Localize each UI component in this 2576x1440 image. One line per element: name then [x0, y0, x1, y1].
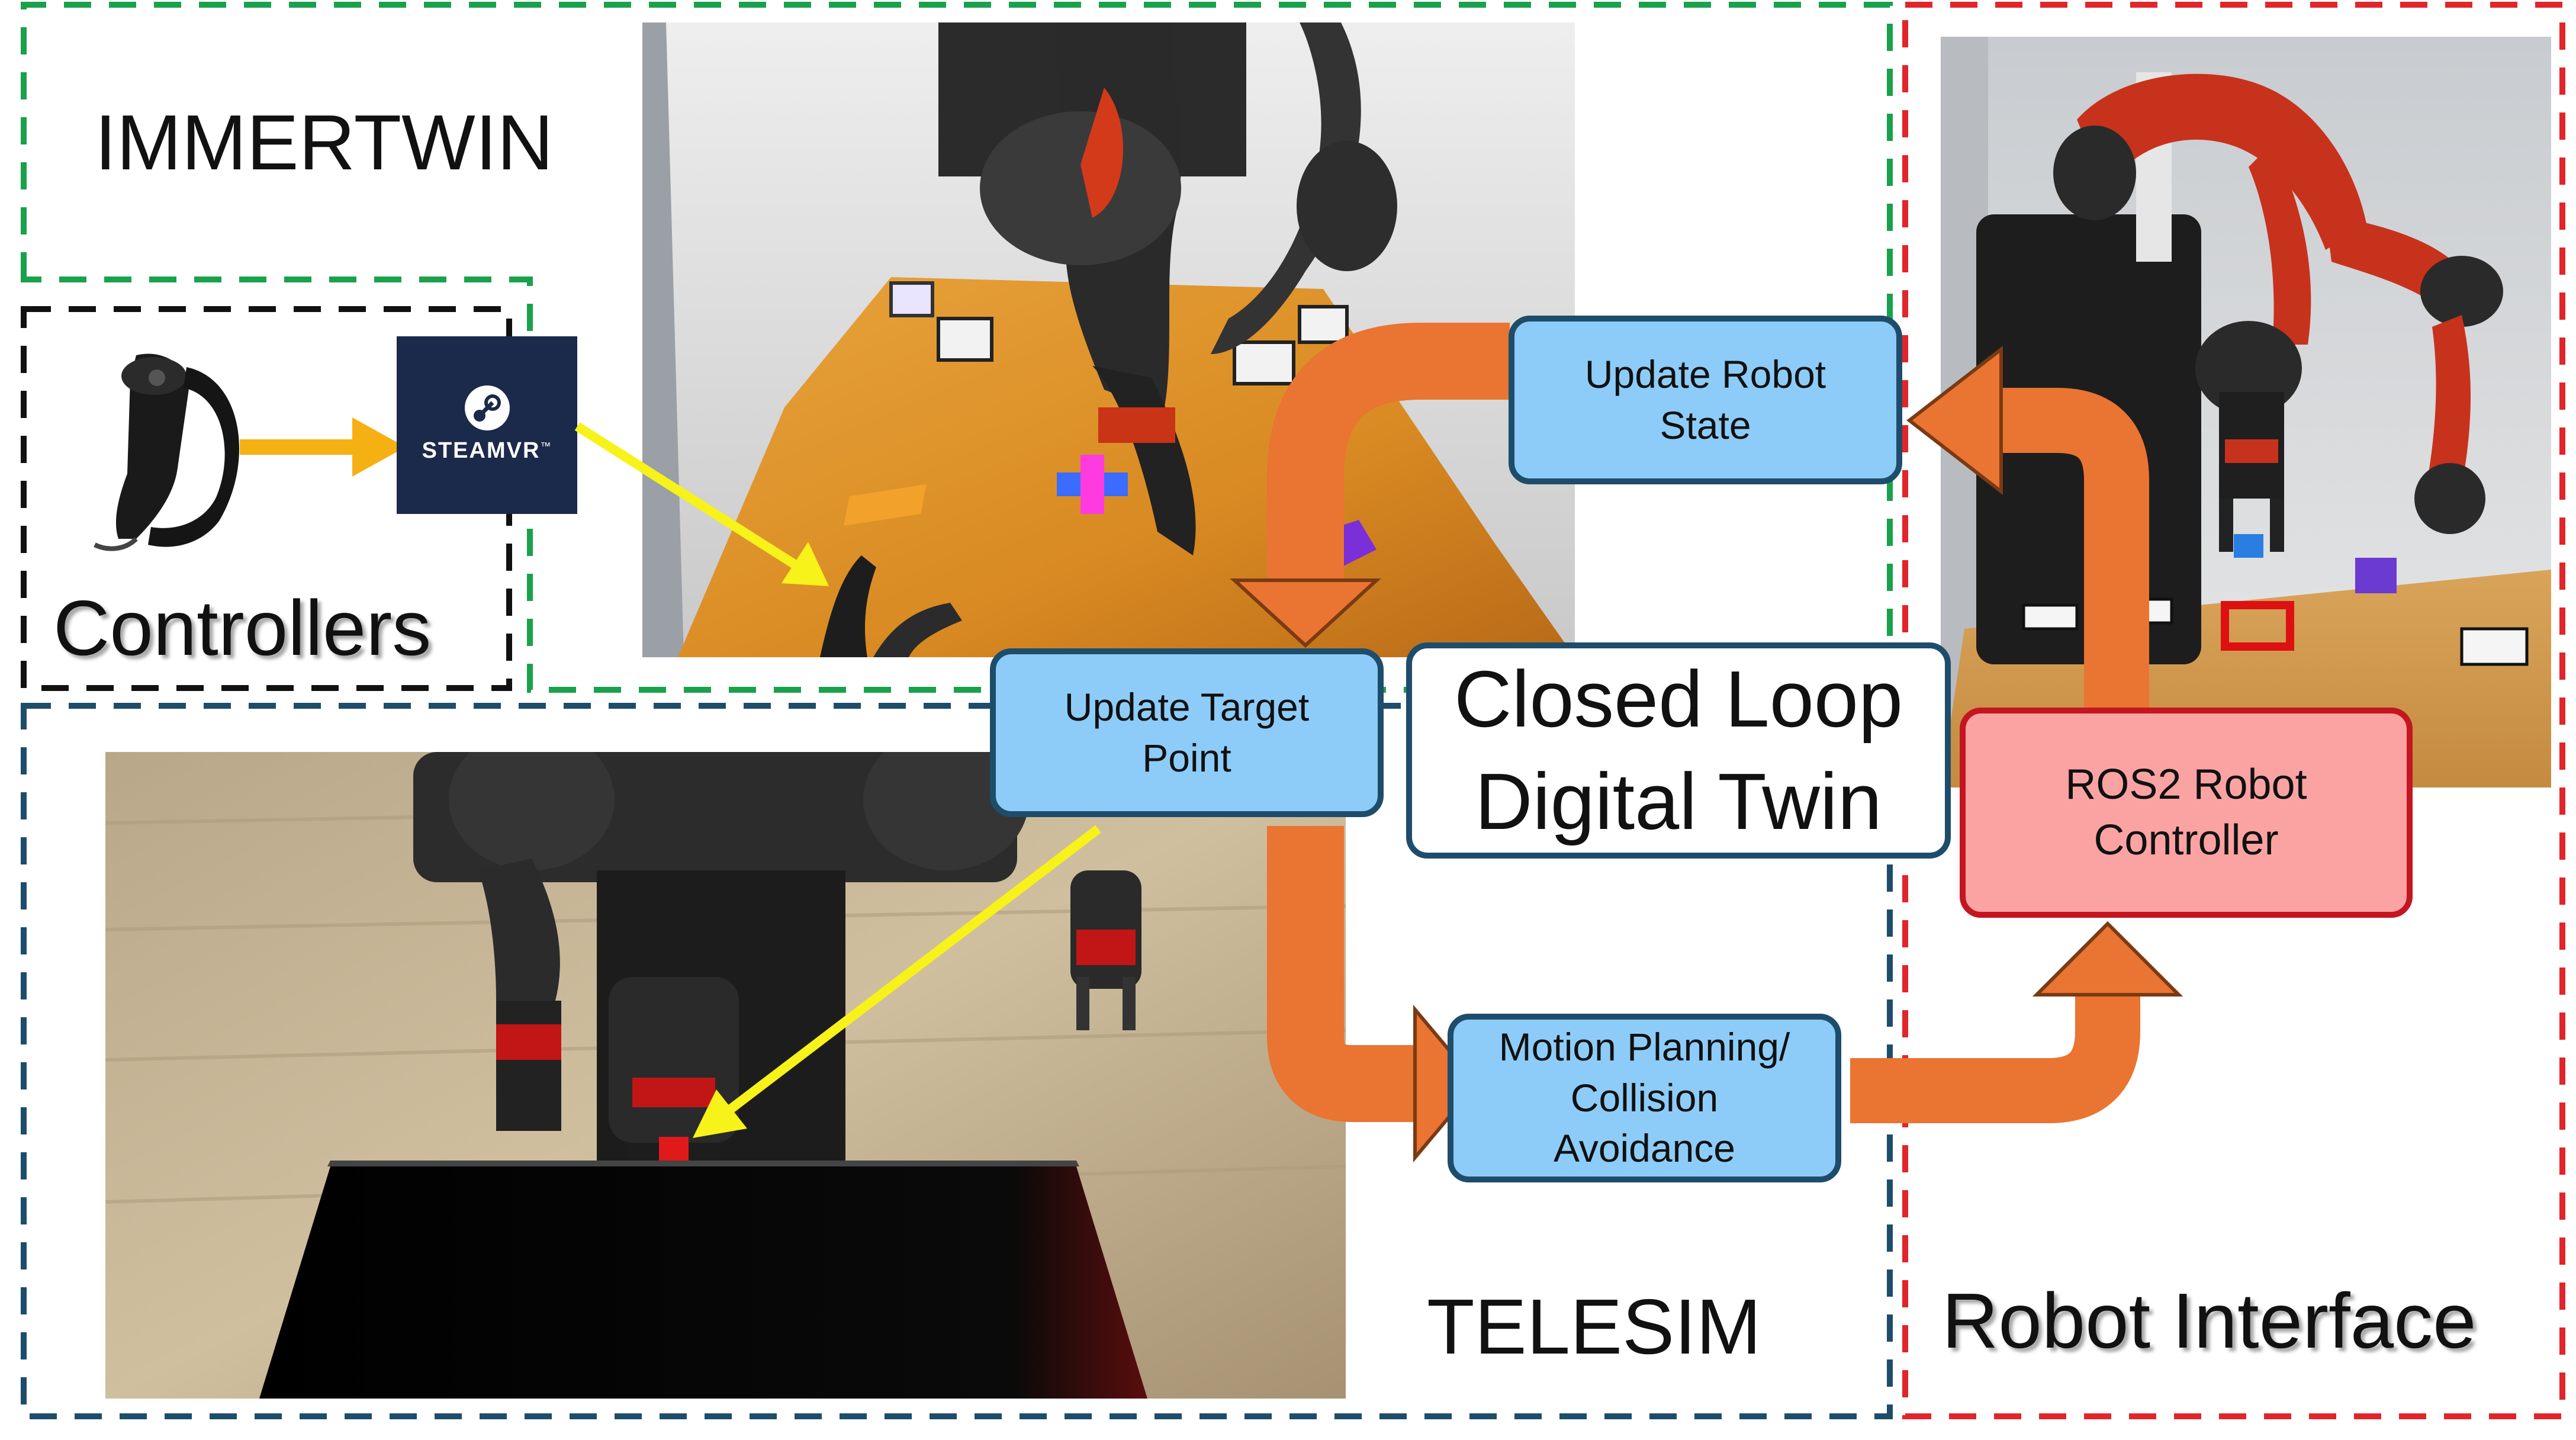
arrowhead-robot-state	[1906, 345, 2003, 496]
ros2-robot-controller-node: ROS2 Robot Controller	[1960, 708, 2413, 918]
update-robot-state-node: Update Robot State	[1509, 316, 1902, 484]
arrowhead-ros2-controller	[2032, 921, 2183, 997]
telesim-simulator-photo	[105, 752, 1346, 1399]
robot-interface-label: Robot Interface	[1942, 1277, 2477, 1364]
telesim-simulator-drawing	[105, 752, 1346, 1399]
arrow-ros2-to-robot-state	[1995, 388, 2149, 711]
update-target-point-node: Update Target Point	[990, 648, 1384, 817]
closed-loop-digital-twin-box: Closed Loop Digital Twin	[1406, 642, 1951, 859]
ros2-robot-controller-text: ROS2 Robot Controller	[2065, 760, 2307, 864]
immertwin-label: IMMERTWIN	[95, 99, 554, 186]
steamvr-to-vr-hand-arrow	[574, 422, 799, 570]
controller-to-steamvr-arrow	[240, 417, 406, 477]
motion-planning-node: Motion Planning/ Collision Avoidance	[1448, 1014, 1841, 1182]
telesim-region-border	[21, 703, 1893, 1419]
arrowhead-target-point	[1230, 578, 1381, 648]
arrow-target-point-to-motion-planning	[1267, 826, 1421, 1122]
arrow-motion-planning-to-ros2	[1850, 995, 2140, 1123]
immertwin-region-border	[21, 2, 1893, 693]
arrow-robot-state-to-target-point	[1267, 323, 1510, 583]
steamvr-tm: ™	[540, 440, 552, 452]
vr-controller-icon	[94, 353, 240, 551]
telesim-label: TELESIM	[1427, 1283, 1761, 1370]
update-target-point-text: Update Target Point	[1064, 684, 1310, 780]
steamvr-brand-text: STEAMVR	[422, 438, 541, 463]
real-robot-photo	[1941, 37, 2551, 787]
controllers-label: Controllers	[53, 584, 432, 671]
motion-planning-text: Motion Planning/ Collision Avoidance	[1498, 1024, 1790, 1171]
steam-icon	[465, 385, 510, 430]
steamvr-logo: STEAMVR™	[397, 336, 577, 514]
target-point-to-sim-gripper-arrow	[722, 825, 1101, 1117]
closed-loop-digital-twin-title: Closed Loop Digital Twin	[1453, 654, 1903, 846]
arrowhead-motion-planning	[1413, 1004, 1480, 1163]
update-robot-state-text: Update Robot State	[1584, 352, 1826, 447]
real-robot-drawing	[1941, 37, 2551, 787]
